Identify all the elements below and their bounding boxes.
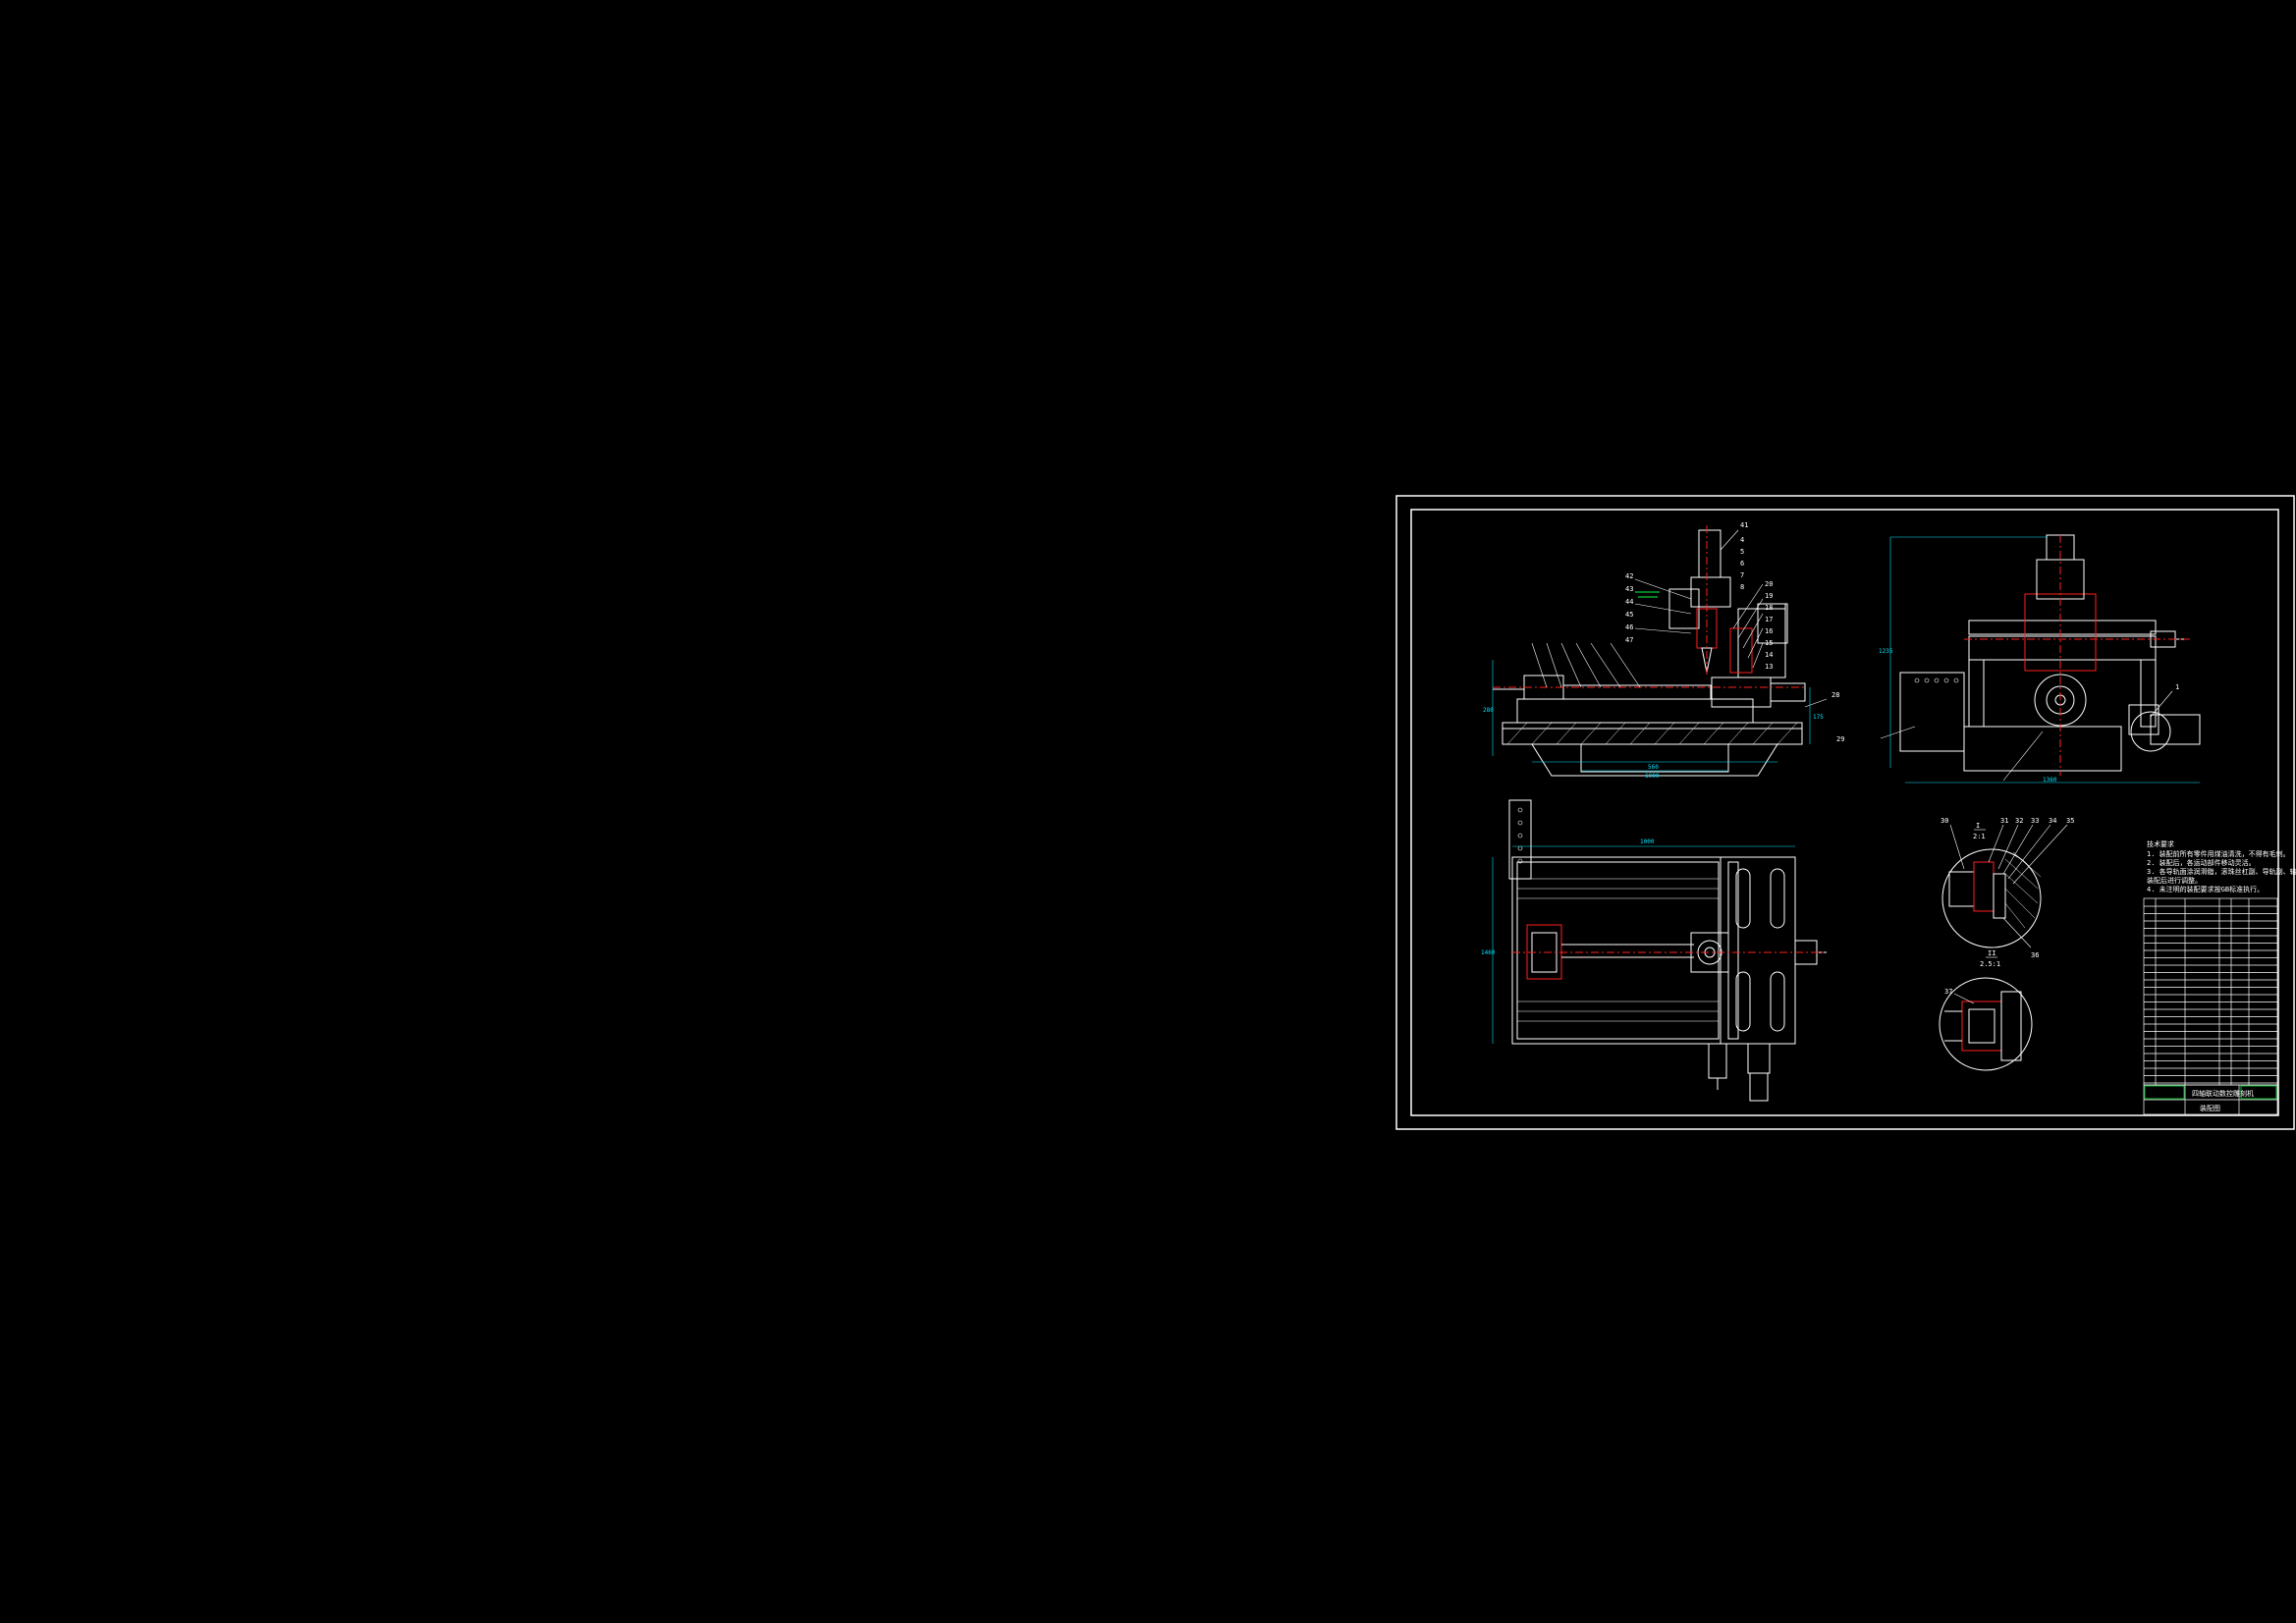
drawing-title: 四轴联动数控雕刻机 bbox=[2192, 1089, 2254, 1098]
callout-4: 4 bbox=[1740, 536, 1744, 544]
detail-callout-32: 32 bbox=[2015, 817, 2023, 825]
dim-front-base-2: 1000 bbox=[1645, 773, 1660, 780]
callout-16: 16 bbox=[1765, 627, 1773, 635]
detail-i-scale-bottom: 2:1 bbox=[1973, 833, 1986, 840]
technical-notes: 技术要求 1. 装配前所有零件用煤油清洗，不得有毛刺。 2. 装配后，各运动部件… bbox=[2147, 839, 2296, 893]
side-view bbox=[1880, 534, 2201, 784]
callout-7: 7 bbox=[1740, 571, 1744, 579]
callout-43: 43 bbox=[1625, 585, 1633, 593]
dim-top-width: 1000 bbox=[1640, 839, 1655, 845]
callout-41: 41 bbox=[1740, 521, 1748, 529]
detail-ii-scale-top: II bbox=[1988, 949, 1995, 957]
dim-side-width: 1360 bbox=[2043, 777, 2057, 784]
detail-callout-33: 33 bbox=[2031, 817, 2039, 825]
notes-line-5: 4. 未注明的装配要求按GB标准执行。 bbox=[2147, 885, 2264, 893]
callout-28: 28 bbox=[1831, 691, 1839, 699]
sheet-inner-border bbox=[1410, 509, 2279, 1116]
detail-view-i bbox=[1941, 824, 2068, 948]
dim-front-height: 280 bbox=[1483, 707, 1494, 714]
detail-callout-31: 31 bbox=[2000, 817, 2008, 825]
detail-callout-30: 30 bbox=[1941, 817, 1948, 825]
dim-front-right: 175 bbox=[1813, 714, 1824, 721]
callout-17: 17 bbox=[1765, 616, 1773, 623]
top-view bbox=[1492, 799, 1827, 1102]
callout-42: 42 bbox=[1625, 572, 1633, 580]
detail-callout-36: 36 bbox=[2031, 951, 2039, 959]
dim-top-height: 1460 bbox=[1481, 949, 1496, 956]
detail-ii-scale-bottom: 2.5:1 bbox=[1980, 960, 2000, 968]
parts-list-rows bbox=[2144, 905, 2277, 1084]
title-block-text: 四轴联动数控雕刻机 装配图 bbox=[2192, 1089, 2254, 1112]
callout-6: 6 bbox=[1740, 560, 1744, 568]
detail-callout-35: 35 bbox=[2066, 817, 2074, 825]
callout-20: 20 bbox=[1765, 580, 1773, 588]
callout-44: 44 bbox=[1625, 598, 1633, 606]
callout-13: 13 bbox=[1765, 663, 1773, 671]
detail-view-ii-labels: 37 II 2.5:1 bbox=[1944, 949, 2000, 996]
callout-45: 45 bbox=[1625, 611, 1633, 619]
side-callout-1: 1 bbox=[2175, 683, 2179, 691]
notes-heading: 技术要求 bbox=[2147, 839, 2174, 848]
sheet-label: 装配图 bbox=[2200, 1104, 2220, 1112]
sheet-outer-border bbox=[1395, 495, 2295, 1130]
callout-19: 19 bbox=[1765, 592, 1773, 600]
side-callout-29: 29 bbox=[1836, 735, 1844, 743]
notes-line-3: 3. 各导轨面涂润滑脂，滚珠丝杠副、导轨副、轴承等 bbox=[2147, 867, 2296, 876]
front-view bbox=[1492, 525, 1828, 777]
dim-front-base-1: 560 bbox=[1648, 764, 1659, 771]
top-view-labels: 1000 1460 bbox=[1481, 839, 1655, 956]
notes-line-1: 1. 装配前所有零件用煤油清洗，不得有毛刺。 bbox=[2147, 849, 2290, 858]
callout-46: 46 bbox=[1625, 623, 1633, 631]
callout-18: 18 bbox=[1765, 604, 1773, 612]
detail-view-i-labels: 30 31 32 33 34 35 36 I 2:1 bbox=[1941, 817, 2074, 959]
detail-view-ii bbox=[1939, 956, 2033, 1071]
title-block bbox=[2143, 1084, 2278, 1115]
detail-callout-34: 34 bbox=[2049, 817, 2056, 825]
parts-list-table bbox=[2143, 897, 2278, 1086]
callout-14: 14 bbox=[1765, 651, 1773, 659]
notes-line-2: 2. 装配后，各运动部件移动灵活。 bbox=[2147, 858, 2256, 867]
detail-callout-37: 37 bbox=[1944, 988, 1952, 996]
callout-5: 5 bbox=[1740, 548, 1744, 556]
callout-15: 15 bbox=[1765, 639, 1773, 647]
side-view-labels: 1235 1360 1 29 bbox=[1836, 648, 2179, 784]
callout-47: 47 bbox=[1625, 636, 1633, 644]
callout-8: 8 bbox=[1740, 583, 1744, 591]
dim-side-height: 1235 bbox=[1879, 648, 1893, 655]
notes-line-4: 装配后进行调整。 bbox=[2147, 876, 2202, 885]
front-view-labels: 41 4 5 6 7 8 42 43 44 45 46 47 20 19 18 … bbox=[1483, 521, 1839, 780]
detail-i-scale-top: I bbox=[1976, 822, 1980, 830]
